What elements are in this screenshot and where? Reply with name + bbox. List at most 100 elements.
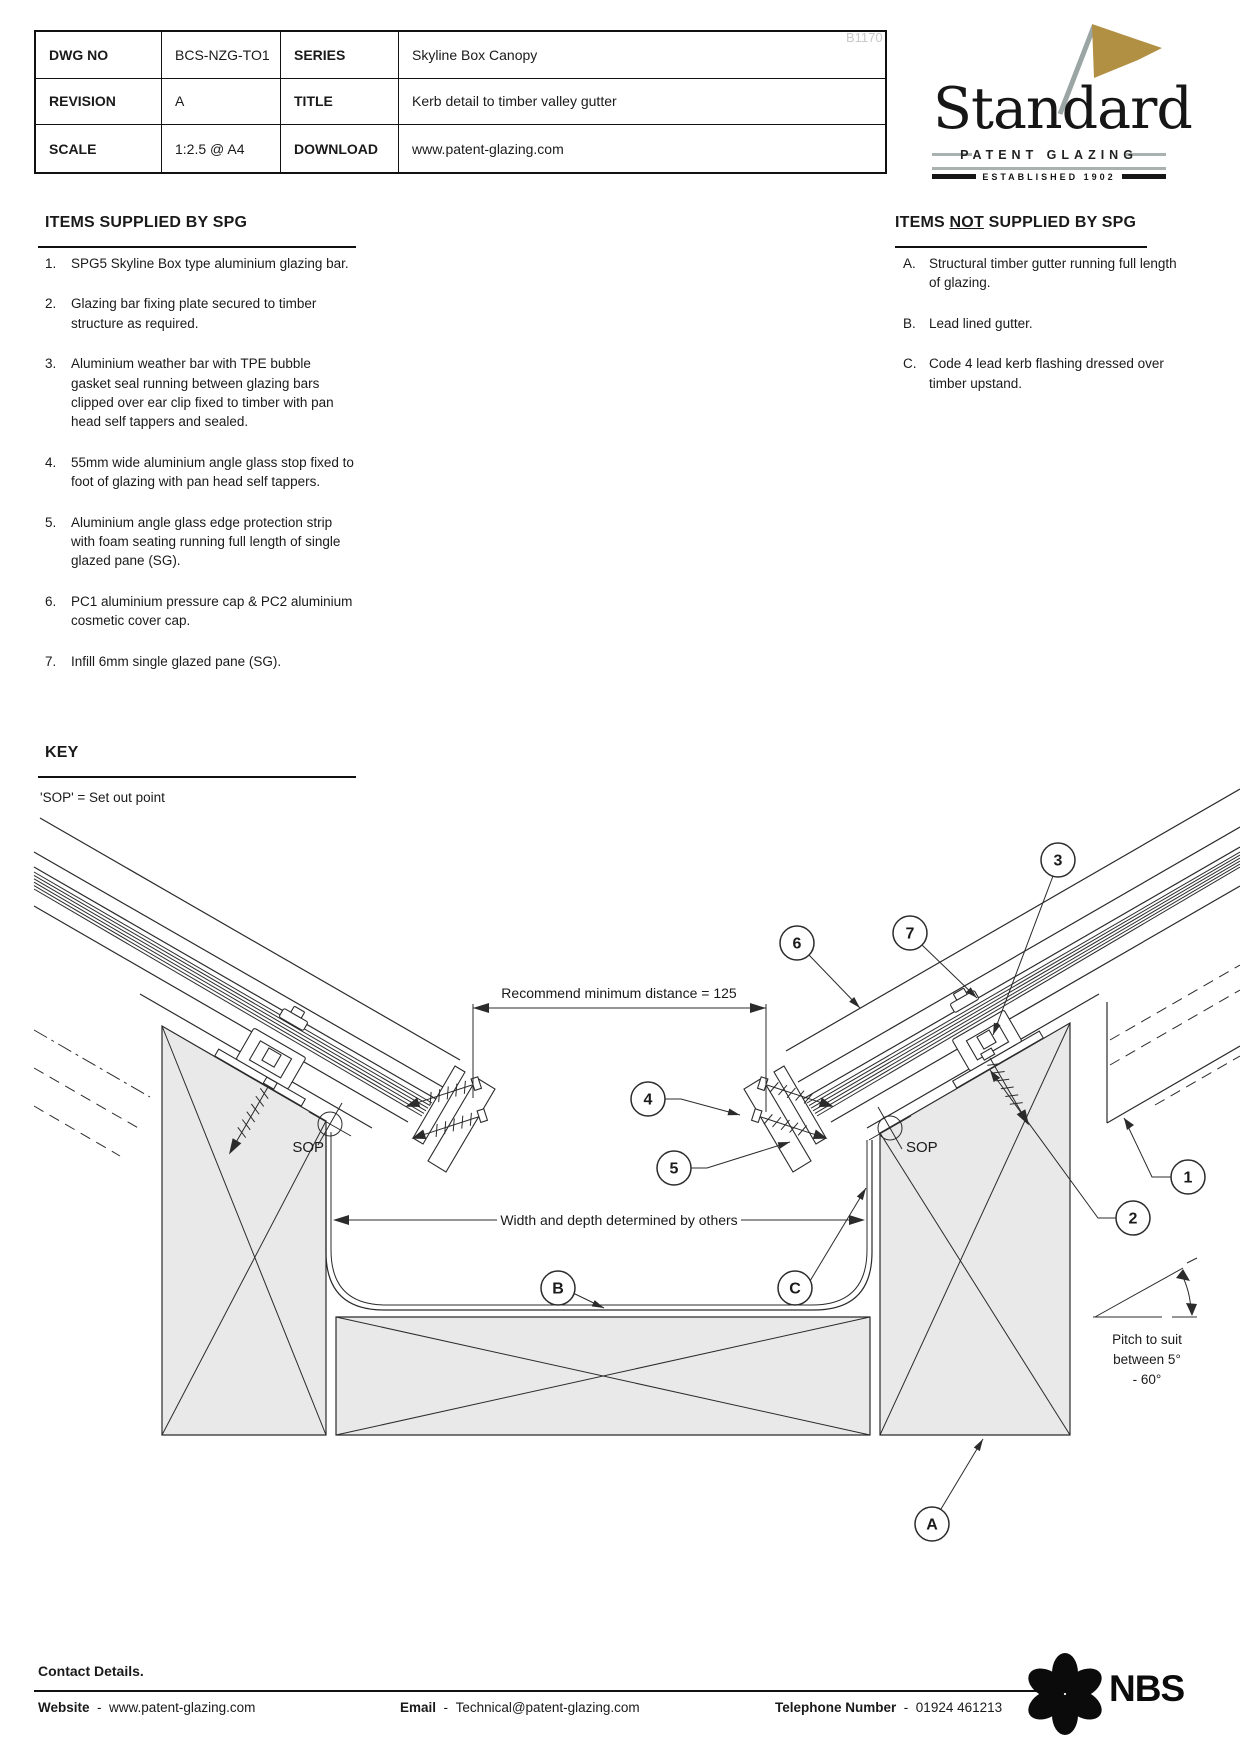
website-label: Website <box>38 1700 90 1715</box>
screw-icon <box>411 1108 489 1140</box>
timber-kerb-right <box>879 1021 1071 1436</box>
phone-label: Telephone Number <box>775 1700 897 1715</box>
svg-text:2: 2 <box>1129 1211 1138 1228</box>
sop-marker-left <box>308 1102 352 1146</box>
item-text: Aluminium angle glass edge protection st… <box>71 514 341 569</box>
screw-icon <box>229 1076 278 1155</box>
list-item: 3. Aluminium weather bar with TPE bubble … <box>45 354 355 432</box>
sheet-watermark: B1170 <box>846 30 883 45</box>
email-label: Email <box>400 1700 437 1715</box>
valley-gutter-detail-drawing: SOP SOP Recommend minimum distance = 125… <box>33 788 1240 1542</box>
revision-label: REVISION <box>36 78 162 126</box>
scale-label: SCALE <box>36 125 162 172</box>
pitch-note-line3: - 60° <box>1133 1372 1162 1387</box>
company-logo: Standard PATENT GLAZING ESTABLISHED 1902 <box>930 14 1193 182</box>
item-letter: A. <box>903 256 916 271</box>
list-item: B. Lead lined gutter. <box>903 314 1213 333</box>
svg-text:1: 1 <box>1184 1170 1193 1187</box>
scale-value: 1:2.5 @ A4 <box>162 125 281 172</box>
supplied-list: 1. SPG5 Skyline Box type aluminium glazin… <box>45 254 355 692</box>
pitch-note-line1: Pitch to suit <box>1112 1332 1182 1347</box>
footer-rule <box>34 1690 1040 1692</box>
contact-details-heading: Contact Details. <box>38 1663 144 1679</box>
callout-bubble-2: 2 <box>1115 1200 1151 1236</box>
width-depth-text: Width and depth determined by others <box>500 1212 737 1228</box>
item-text: Code 4 lead kerb flashing dressed over t… <box>929 356 1164 391</box>
logo-established: ESTABLISHED 1902 <box>982 172 1116 182</box>
logo-rule <box>1126 153 1166 156</box>
heading-rule <box>38 776 356 778</box>
callout-bubble-5: 5 <box>656 1150 692 1186</box>
list-item: A. Structural timber gutter running full … <box>903 254 1213 293</box>
nbs-wordmark: NBS <box>1109 1668 1185 1709</box>
svg-text:B: B <box>552 1281 564 1298</box>
item-number: 6. <box>45 593 57 609</box>
series-value: Skyline Box Canopy <box>399 32 885 79</box>
item-text: Aluminium weather bar with TPE bubble ga… <box>71 356 334 430</box>
sop-marker-right <box>868 1106 912 1150</box>
glass-stop-left <box>412 1065 496 1173</box>
svg-text:C: C <box>789 1281 801 1298</box>
item-text: Structural timber gutter running full le… <box>929 256 1177 291</box>
pitch-diagram <box>1093 1257 1198 1318</box>
list-item: 2.Glazing bar fixing plate secured to ti… <box>45 294 355 333</box>
svg-text:5: 5 <box>670 1161 679 1178</box>
svg-text:7: 7 <box>906 926 915 943</box>
heading-rule <box>895 246 1147 248</box>
callout-bubble-A: A <box>914 1506 950 1542</box>
width-depth-leaders <box>333 1215 865 1225</box>
item-text: 55mm wide aluminium angle glass stop fix… <box>71 454 354 490</box>
supplied-heading: ITEMS SUPPLIED BY SPG <box>45 214 248 231</box>
dwg-no-label: DWG NO <box>36 32 162 79</box>
timber-kerb-left <box>161 1024 327 1436</box>
title-label: TITLE <box>281 78 399 126</box>
email-link[interactable]: Technical@patent-glazing.com <box>455 1700 640 1715</box>
logo-subtitle: PATENT GLAZING <box>960 148 1138 162</box>
callout-leaders <box>572 875 1171 1510</box>
dimension-min-distance <box>472 1003 767 1112</box>
title-value: Kerb detail to timber valley gutter <box>399 79 885 126</box>
item-number: 1. <box>45 256 57 271</box>
item-letter: B. <box>903 315 916 331</box>
svg-text:6: 6 <box>793 936 802 953</box>
screw-icon <box>980 1047 1029 1126</box>
logo-wordmark: Standard <box>933 76 1193 142</box>
svg-text:A: A <box>926 1517 938 1534</box>
logo-bar <box>932 174 976 179</box>
list-item: 5.Aluminium angle glass edge protection … <box>45 513 355 571</box>
website-link[interactable]: www.patent-glazing.com <box>109 1700 256 1715</box>
list-item: C.Code 4 lead kerb flashing dressed over… <box>903 354 1213 393</box>
heading-rule <box>38 246 356 248</box>
not-supplied-list: A. Structural timber gutter running full … <box>903 254 1213 414</box>
glazing-bar-left <box>213 1005 308 1107</box>
callout-bubble-6: 6 <box>779 925 815 961</box>
svg-text:3: 3 <box>1054 853 1063 870</box>
glazing-bar-right <box>950 987 1045 1089</box>
item-number: 4. <box>45 454 57 470</box>
item-text: Infill 6mm single glazed pane (SG). <box>71 653 282 669</box>
download-url[interactable]: www.patent-glazing.com <box>412 140 564 157</box>
item-number: 3. <box>45 356 57 372</box>
download-label: DOWNLOAD <box>281 125 399 172</box>
svg-text:4: 4 <box>644 1092 653 1109</box>
callout-bubble-1: 1 <box>1170 1159 1206 1195</box>
key-entry: 'SOP' = Set out point <box>40 790 165 805</box>
pitch-note-line2: between 5° <box>1113 1352 1181 1367</box>
callout-bubble-4: 4 <box>630 1081 666 1117</box>
key-heading: KEY <box>45 744 79 761</box>
list-item: 4. 55mm wide aluminium angle glass stop f… <box>45 453 355 492</box>
screw-icon <box>405 1076 483 1108</box>
title-block-table: DWG NO BCS-NZG-TO1 SERIES Skyline Box Ca… <box>34 30 887 174</box>
item-text: Lead lined gutter. <box>929 315 1033 331</box>
phone-number: 01924 461213 <box>915 1700 1003 1715</box>
nbs-logo: NBS <box>1025 1650 1225 1740</box>
timber-gutter-floor <box>335 1316 871 1436</box>
sop-label-right: SOP <box>906 1139 938 1156</box>
callout-bubble-C: C <box>777 1270 813 1306</box>
dwg-no-value: BCS-NZG-TO1 <box>162 32 281 79</box>
footer-phone: Telephone Number - 01924 461213 <box>775 1700 1003 1715</box>
dimension-text: Recommend minimum distance = 125 <box>501 985 737 1001</box>
screw-icon <box>750 1108 828 1140</box>
item-text: SPG5 Skyline Box type aluminium glazing … <box>71 256 349 271</box>
